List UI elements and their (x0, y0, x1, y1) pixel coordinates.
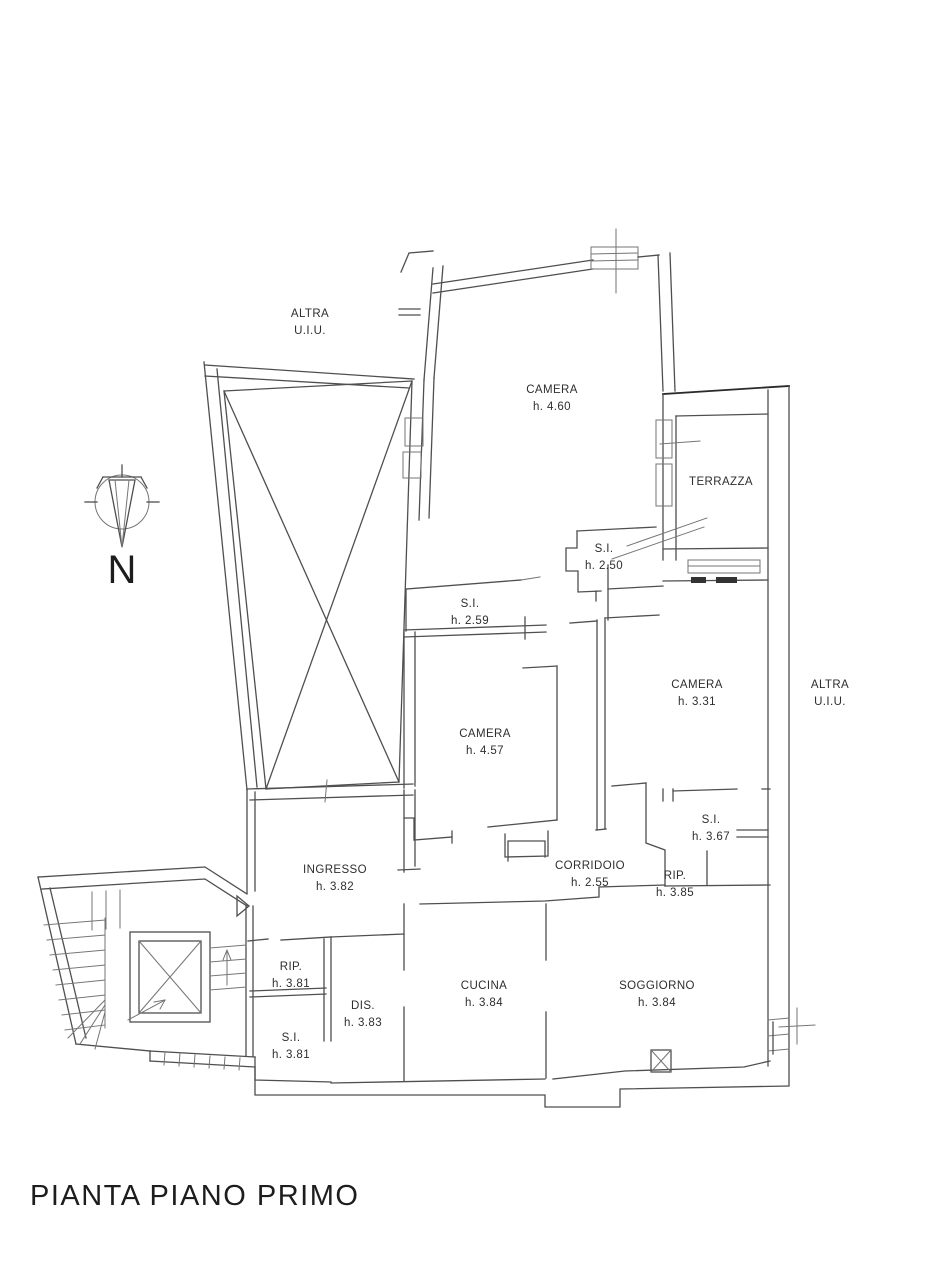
room-name: INGRESSO (303, 864, 367, 876)
window-symbol (402, 451, 422, 479)
void-cross (223, 380, 414, 803)
room-height: h. 3.84 (465, 997, 503, 1009)
door-swing-line (626, 517, 708, 547)
staircase (37, 866, 254, 1057)
room-label-ingresso: INGRESSO h. 3.82 (303, 862, 367, 896)
room-label-si-2-50: S.I. h. 2.50 (585, 541, 623, 575)
stair-direction-arrows (127, 949, 232, 1021)
room-label-cucina: CUCINA h. 3.84 (461, 978, 508, 1012)
room-name: S.I. (460, 598, 480, 610)
room-height: h. 3.81 (272, 1049, 310, 1061)
room-name: S.I. (701, 814, 721, 826)
room-name: SOGGIORNO (619, 980, 695, 992)
room-height: h. 3.81 (272, 978, 310, 990)
room-name: CAMERA (526, 384, 578, 396)
room-height: h. 3.31 (678, 696, 716, 708)
room-name: ALTRA (290, 308, 330, 320)
camera-460-top-walls (432, 228, 676, 392)
room-height: U.I.U. (294, 325, 326, 337)
room-name: TERRAZZA (689, 476, 753, 488)
room-label-altra-uiu-right: ALTRA U.I.U. (811, 677, 849, 711)
room-label-altra-uiu-top: ALTRA U.I.U. (291, 306, 329, 340)
window-symbol (590, 246, 639, 270)
room-label-si-3-81: S.I. h. 3.81 (272, 1030, 310, 1064)
stair-treads (43, 889, 247, 1050)
si-250-walls (565, 517, 708, 621)
si-259-walls (403, 576, 547, 640)
upper-left-walls (203, 361, 415, 791)
room-height: U.I.U. (814, 696, 846, 708)
room-label-camera-4-57: CAMERA h. 4.57 (459, 726, 511, 760)
room-label-dis-3-83: DIS. h. 3.83 (344, 998, 382, 1032)
camera-457-walls (403, 631, 558, 858)
room-height: h. 4.57 (466, 745, 504, 757)
room-name: RIP. (279, 961, 303, 973)
north-compass-icon (84, 464, 160, 548)
room-label-soggiorno: SOGGIORNO h. 3.84 (619, 978, 695, 1012)
room-name: CAMERA (671, 679, 723, 691)
ingresso-walls (236, 789, 666, 918)
room-name: DIS. (351, 1000, 375, 1012)
room-height: h. 3.82 (316, 881, 354, 893)
room-name: ALTRA (810, 679, 850, 691)
room-label-rip-3-81: RIP. h. 3.81 (272, 959, 310, 993)
bottom-left-room-walls (247, 903, 547, 1082)
bottom-outer-walls (149, 1050, 790, 1108)
window-symbol (655, 419, 673, 459)
room-height: h. 3.84 (638, 997, 676, 1009)
room-height: h. 3.83 (344, 1017, 382, 1029)
corridor-walls (569, 614, 660, 831)
window-symbol (655, 463, 673, 507)
room-height: h. 3.85 (656, 887, 694, 899)
room-label-camera-4-60: CAMERA h. 4.60 (526, 382, 578, 416)
camera-331-si-367-walls (607, 585, 771, 887)
room-name: S.I. (594, 543, 614, 555)
terrazza-walls (655, 385, 790, 1086)
page-title: PIANTA PIANO PRIMO (30, 1180, 360, 1212)
room-label-terrazza: TERRAZZA (689, 474, 753, 491)
elevator-shaft (129, 931, 211, 1023)
chimney-icon (650, 1049, 672, 1073)
room-name: S.I. (281, 1032, 301, 1044)
room-name: CAMERA (459, 728, 511, 740)
room-name: RIP. (663, 870, 687, 882)
room-label-si-3-67: S.I. h. 3.67 (692, 812, 730, 846)
room-name: CORRIDOIO (554, 860, 626, 872)
room-height: h. 3.67 (692, 831, 730, 843)
room-label-rip-3-85: RIP. h. 3.85 (656, 868, 694, 902)
room-height: h. 2.55 (571, 877, 609, 889)
door-swing-line (611, 526, 705, 560)
room-label-si-2-59: S.I. h. 2.59 (451, 596, 489, 630)
north-label: N (107, 548, 137, 592)
room-height: h. 2.50 (585, 560, 623, 572)
entrance-door-marker (236, 894, 251, 918)
room-label-camera-3-31: CAMERA h. 3.31 (671, 677, 723, 711)
room-height: h. 4.60 (533, 401, 571, 413)
room-label-corridoio: CORRIDOIO h. 2.55 (555, 858, 625, 892)
room-height: h. 2.59 (451, 615, 489, 627)
room-name: CUCINA (460, 980, 508, 992)
right-strip-window (767, 1007, 816, 1055)
camera-460-left-wall (398, 250, 444, 521)
window-symbol (404, 417, 424, 447)
